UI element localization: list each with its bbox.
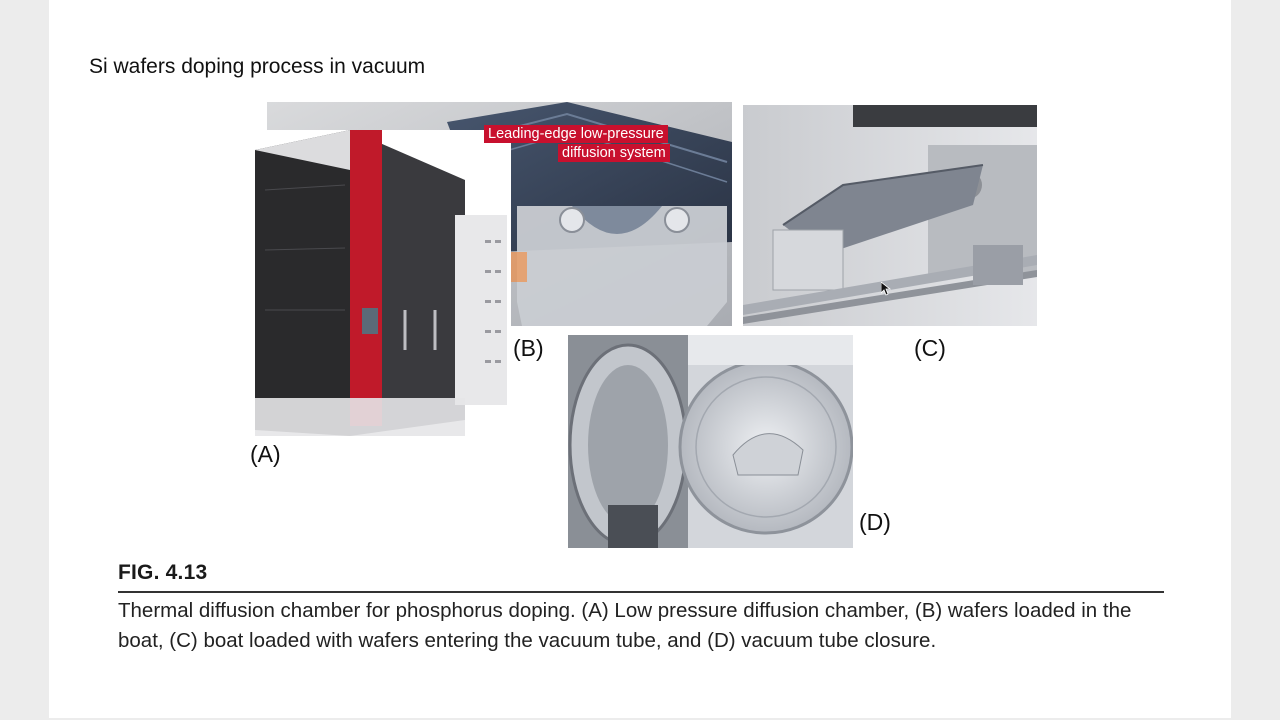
- slide: Si wafers doping process in vacuum: [49, 0, 1231, 718]
- panel-c-label: (C): [914, 335, 946, 361]
- panel-b-label: (B): [513, 335, 544, 361]
- panel-b-banner-2: diffusion system: [558, 144, 670, 162]
- banner-line-1: Leading-edge low-pressure: [488, 126, 664, 142]
- figure-title: FIG. 4.13: [118, 561, 208, 584]
- mouse-cursor-icon: [880, 281, 892, 301]
- slide-title: Si wafers doping process in vacuum: [89, 55, 426, 78]
- figure-caption: Thermal diffusion chamber for phosphorus…: [118, 599, 1132, 652]
- photo-c-boat-entering-tube: [743, 105, 1037, 326]
- photo-d-tube-closure: [568, 335, 853, 548]
- photo-a-diffusion-chamber: [255, 130, 511, 436]
- panel-a-label: (A): [250, 441, 281, 467]
- figure-rule: [118, 591, 1164, 593]
- banner-line-2: diffusion system: [562, 145, 666, 161]
- panel-b-banner: Leading-edge low-pressure: [484, 125, 668, 143]
- panel-d-label: (D): [859, 509, 891, 535]
